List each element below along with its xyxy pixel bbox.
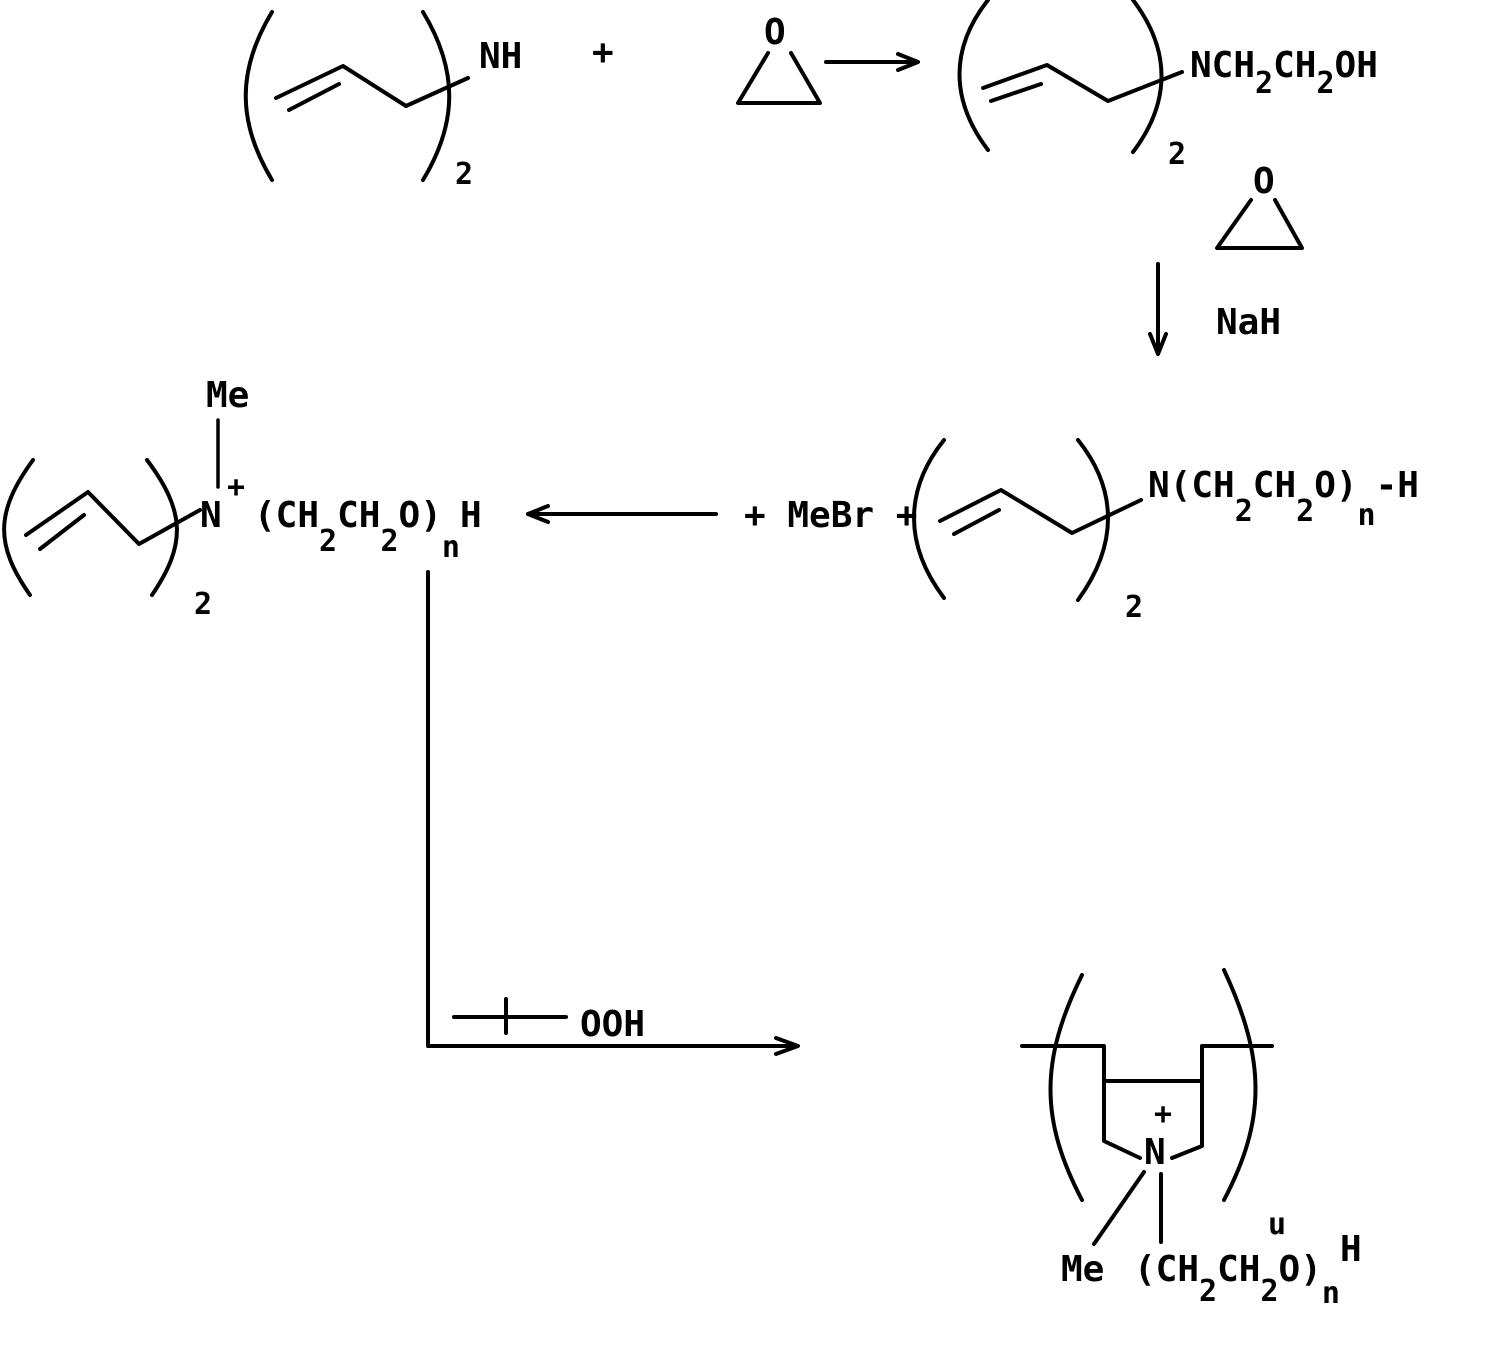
repeat-subscript: 2 <box>1125 590 1143 625</box>
reaction-arrow-4 <box>428 572 798 1054</box>
open-paren <box>246 12 272 180</box>
hydroxyethyl-diallylamine: 2 NCH2CH2OH <box>960 0 1378 172</box>
open-paren <box>4 460 33 595</box>
nitrogen-label: N <box>200 495 222 536</box>
reagent-nah: NaH <box>1216 302 1281 343</box>
ethylene-oxide: O <box>738 12 820 103</box>
nitrogen-label: N <box>1144 1132 1166 1173</box>
diallylamine: NH 2 <box>246 12 523 192</box>
ethoxylated-diallylamine: 2 N(CH2CH2O)n-H <box>914 440 1419 625</box>
methyl-bond <box>1094 1172 1144 1244</box>
repeat-label: u <box>1268 1207 1286 1242</box>
reagent-mebr: + MeBr + <box>744 495 917 536</box>
initiator-label: OOH <box>580 1004 645 1045</box>
epoxide-oxygen: O <box>764 12 786 53</box>
methyl-label: Me <box>1061 1249 1104 1290</box>
substituent-label: NCH2CH2OH <box>1190 45 1378 101</box>
repeat-subscript: 2 <box>194 587 212 622</box>
plus-sign: + <box>592 32 614 73</box>
repeat-subscript: 2 <box>1168 137 1186 172</box>
positive-charge: + <box>1154 1097 1172 1132</box>
substituent-label: (CH2CH2O)nH <box>254 495 482 565</box>
repeat-subscript: 2 <box>455 157 473 192</box>
double-bond <box>991 84 1041 101</box>
backbone <box>1022 1046 1272 1081</box>
reaction-arrow-2 <box>1150 264 1166 354</box>
epoxide-oxygen: O <box>1253 161 1275 202</box>
open-paren <box>960 0 989 150</box>
amine-nh-label: NH <box>479 36 522 77</box>
open-paren <box>914 440 944 598</box>
tert-butyl-hydroperoxide: OOH <box>454 999 645 1045</box>
reaction-arrow-1 <box>826 54 918 70</box>
quaternary-ammonium-monomer: Me 2 N + (CH2CH2O)nH <box>4 375 482 622</box>
close-bracket <box>1224 970 1256 1200</box>
substituent-label: (CH2CH2O)nH <box>1134 1229 1362 1311</box>
close-paren <box>1133 0 1162 152</box>
epoxide-ring <box>1217 200 1302 248</box>
ethylene-oxide-reagent: O <box>1217 161 1302 248</box>
substituent-label: N(CH2CH2O)n-H <box>1148 465 1419 533</box>
open-bracket <box>1051 975 1083 1200</box>
double-bond <box>954 510 999 534</box>
reaction-arrow-3 <box>528 506 716 522</box>
methyl-label: Me <box>206 375 249 416</box>
positive-charge: + <box>227 470 245 505</box>
epoxide-ring <box>738 53 820 103</box>
poly-pyrrolidinium-product: + N u Me (CH2CH2O)nH <box>1022 970 1362 1311</box>
tbu-skeleton <box>454 999 566 1033</box>
